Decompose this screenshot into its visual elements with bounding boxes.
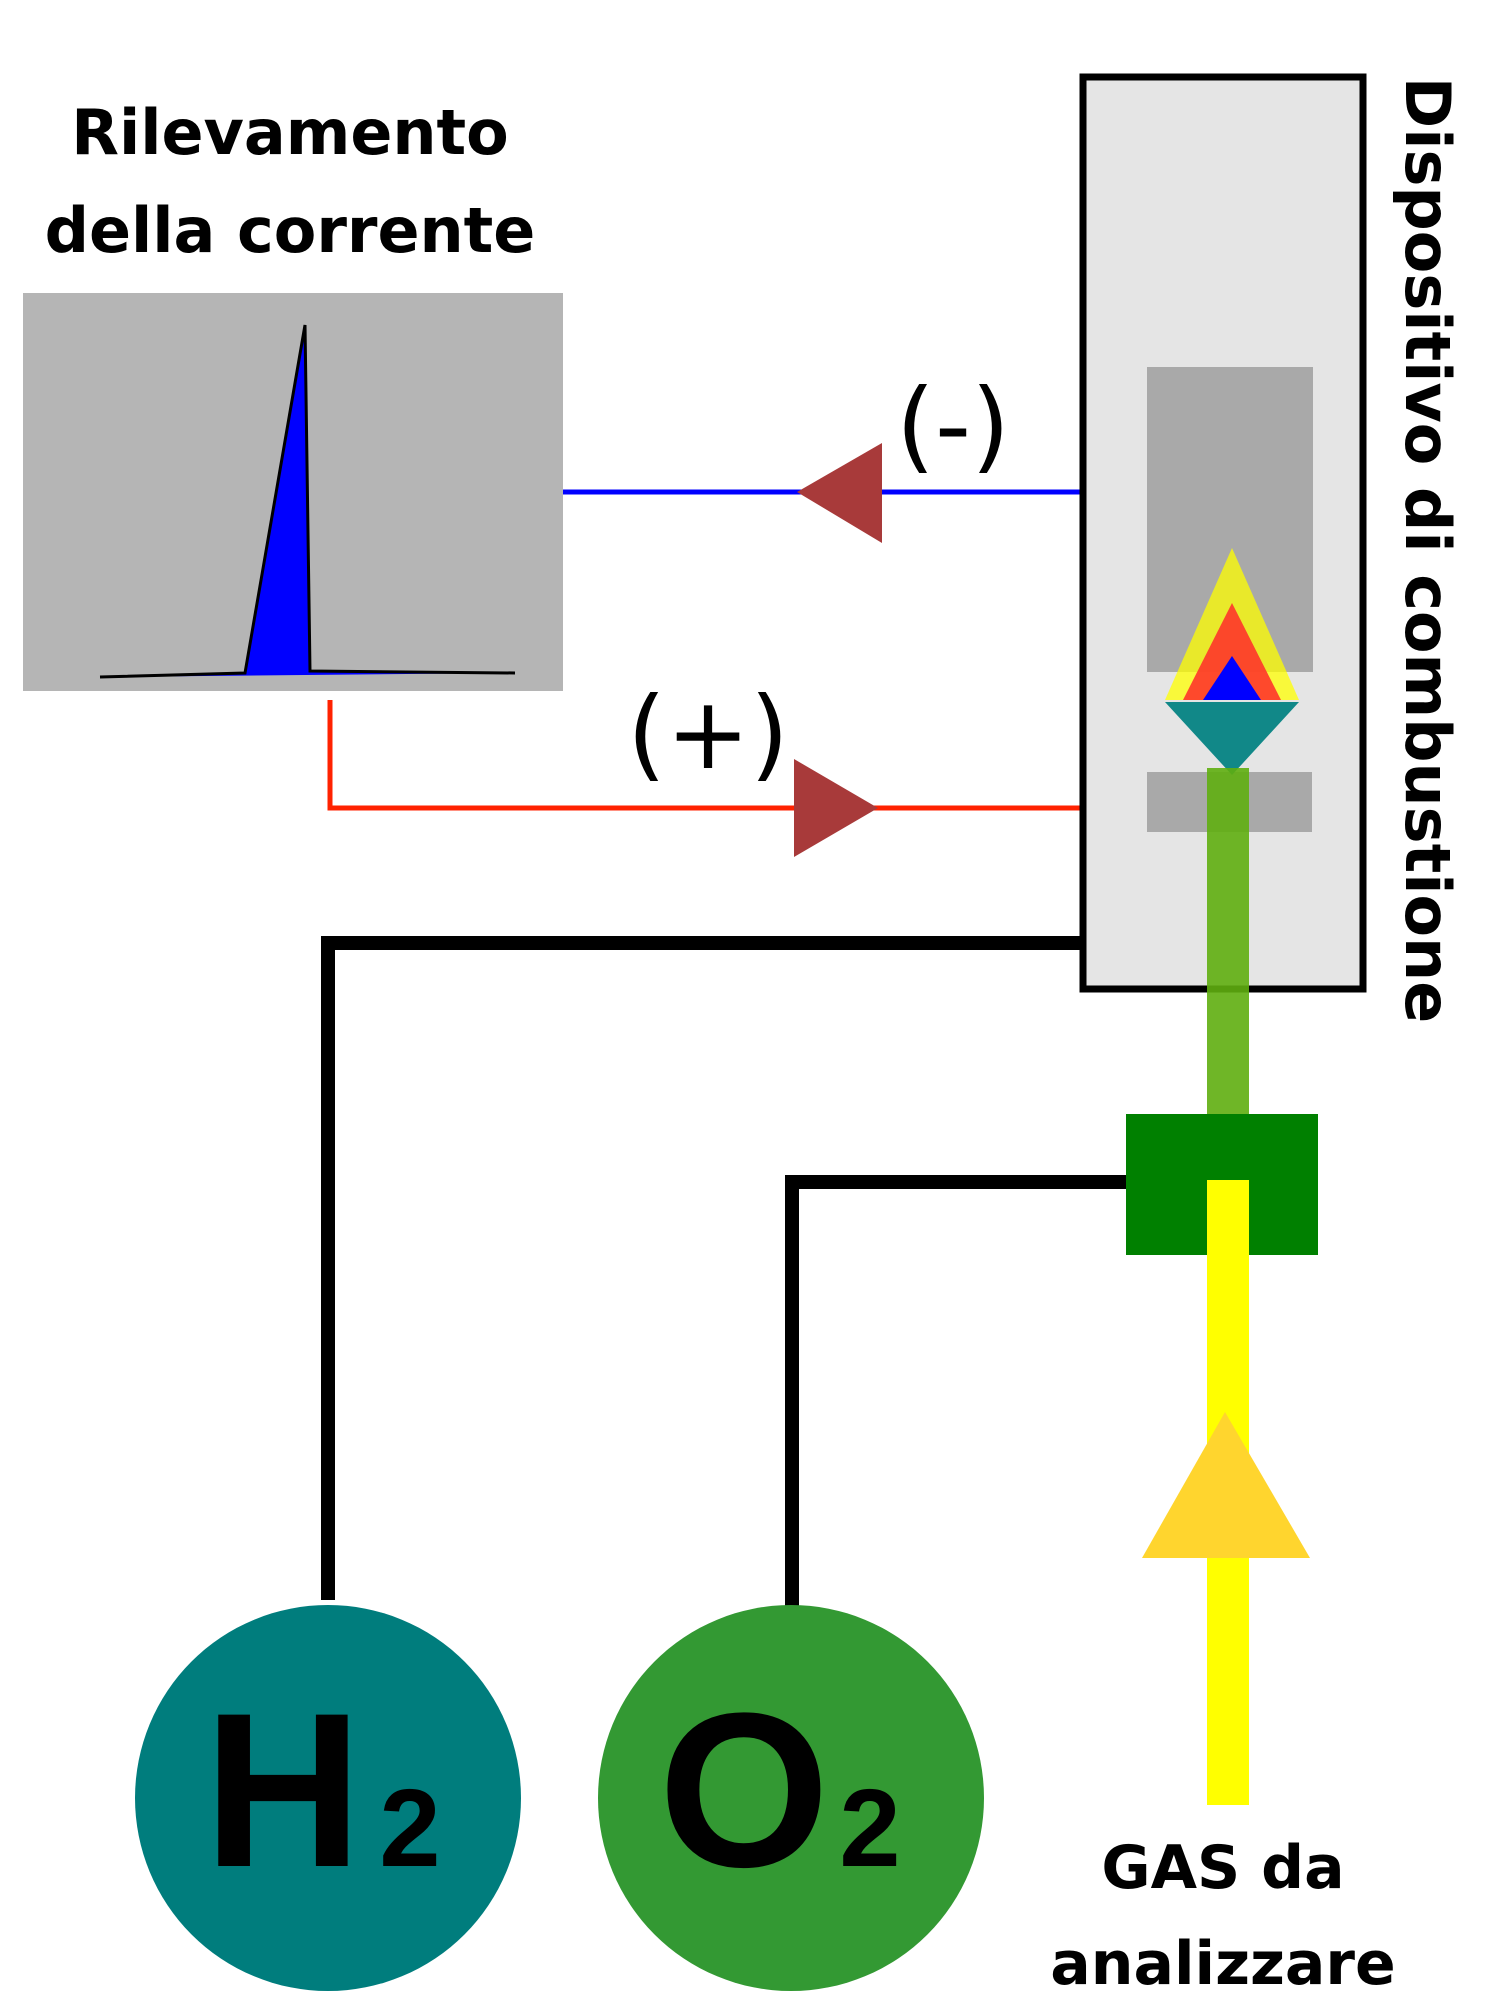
current-peak <box>99 324 516 679</box>
positive-label: (+) <box>627 675 789 792</box>
flame-core <box>1203 656 1261 700</box>
hydrogen-subscript: 2 <box>379 1767 440 1890</box>
mixed-gas-tube <box>1207 768 1249 1114</box>
oxygen-supply-line <box>785 1175 1126 1613</box>
hydrogen-symbol: H <box>204 1667 363 1913</box>
hydrogen-tank <box>135 1605 521 1991</box>
sample-gas-label-line2: analizzare <box>1050 1929 1395 1999</box>
hydrogen-supply-line <box>321 936 1080 1600</box>
oxygen-symbol: O <box>658 1667 829 1913</box>
burner-nozzle <box>1165 702 1299 775</box>
oxygen-tank <box>598 1605 984 1991</box>
combustion-device-label: Dispositivo di combustione <box>1391 77 1464 1024</box>
sample-flow-arrow <box>1142 1412 1310 1558</box>
negative-current-arrow <box>797 443 882 543</box>
detector-title-line2: della corrente <box>45 194 536 267</box>
oxygen-subscript: 2 <box>839 1767 900 1890</box>
sample-gas-label-line1: GAS da <box>1101 1833 1344 1903</box>
flame-middle <box>1183 603 1281 700</box>
detector-title-line1: Rilevamento <box>71 96 509 169</box>
negative-label: (-) <box>896 367 1010 484</box>
positive-current-arrow <box>794 759 878 857</box>
